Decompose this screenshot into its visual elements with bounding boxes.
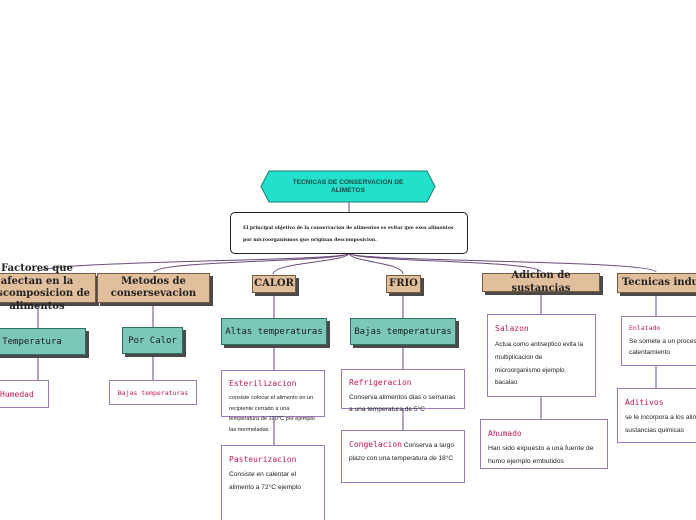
card-pasteurizacion[interactable]: Pasteurizacion Consiste en calentar el a…	[221, 445, 325, 520]
card-pasteurizacion-title: Pasteurizacion	[229, 455, 297, 464]
card-enlatado-title: Enlatado	[629, 324, 661, 332]
card-ahumado-text: Han sido expuesto a una fuente de humo e…	[488, 445, 594, 466]
card-aditivos-title: Aditivos	[625, 398, 664, 407]
card-aditivos[interactable]: Aditivos se le incorpora a los alimentos…	[617, 388, 696, 443]
subnode-bajas-temperaturas[interactable]: Bajas temperaturas	[350, 318, 456, 345]
card-enlatado-text: Se somete a un proceso de calentamiento	[629, 338, 696, 357]
card-congelacion[interactable]: Congelacion Conserva a largo plazo con u…	[341, 430, 465, 483]
subnode-bajas-temperaturas-small[interactable]: Bajas temperaturas	[109, 380, 197, 405]
root-description[interactable]: El principal objetivo de la conservacion…	[230, 212, 468, 254]
card-salazon[interactable]: Salazon Actua como antiseptico evita la …	[487, 314, 596, 397]
card-esterilizacion-text: consiste colocar el alimento en un recip…	[229, 395, 315, 434]
category-adicion[interactable]: Adicion de sustancias	[482, 270, 600, 294]
card-esterilizacion-title: Esterilizacion	[229, 379, 297, 388]
category-tecnicas[interactable]: Tecnicas industriales	[617, 273, 696, 293]
connector-tecnicas	[348, 252, 657, 273]
category-factores[interactable]: Factores que afectan en la descomposicio…	[0, 263, 96, 312]
card-salazon-text: Actua como antiseptico evita la multipli…	[495, 341, 584, 387]
connector-factores	[37, 252, 350, 273]
card-enlatado[interactable]: Enlatado Se somete a un proceso de calen…	[621, 316, 696, 366]
card-aditivos-text: se le incorpora a los alimentos sustanci…	[625, 414, 696, 434]
subnode-por-calor[interactable]: Por Calor	[122, 327, 183, 354]
category-frio[interactable]: FRIO	[386, 275, 421, 293]
category-calor[interactable]: CALOR	[252, 275, 296, 293]
connector-calor	[272, 252, 350, 275]
card-ahumado-title: Ahumado	[488, 429, 522, 438]
connector-frio	[348, 252, 404, 275]
card-refrigeracion-title: Refrigeracion	[349, 378, 412, 387]
card-salazon-title: Salazon	[495, 324, 529, 333]
card-pasteurizacion-text: Consiste en calentar el alimento a 72°C …	[229, 471, 301, 491]
card-refrigeracion-text: Conserva alimentos dias o semanas a una …	[349, 394, 456, 413]
subnode-humedad[interactable]: -Humedad	[0, 380, 49, 408]
card-congelacion-text: Conserva a largo plazo con una temperatu…	[349, 442, 455, 462]
subnode-altas-temperaturas[interactable]: Altas temperaturas	[221, 318, 327, 345]
card-esterilizacion[interactable]: Esterilizacion consiste colocar el alime…	[221, 370, 325, 433]
card-refrigeracion[interactable]: Refrigeracion Conserva alimentos dias o …	[341, 369, 465, 413]
subnode-temperatura[interactable]: Temperatura	[0, 328, 86, 355]
connector-adicion	[348, 252, 542, 273]
card-congelacion-title: Congelacion	[349, 440, 402, 449]
category-metodos[interactable]: Metodos de consersevacion	[97, 273, 210, 303]
card-ahumado[interactable]: Ahumado Han sido expuesto a una fuente d…	[480, 419, 608, 469]
connector-metodos	[153, 252, 350, 273]
